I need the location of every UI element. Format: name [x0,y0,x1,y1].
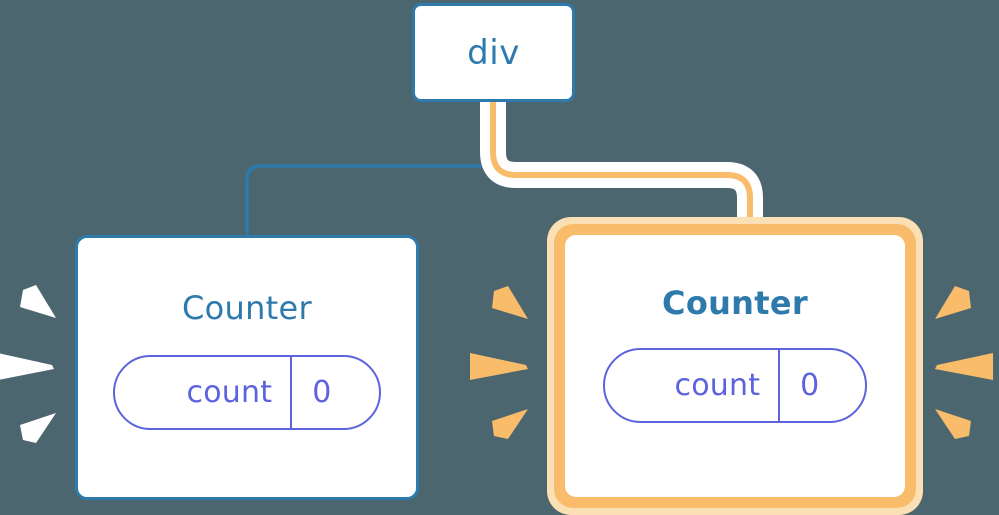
state-value: 0 [312,375,332,410]
div-node-label: div [467,32,520,73]
counter-node-right-wrapper[interactable]: Counter count 0 [547,217,923,515]
state-key: count [674,368,761,403]
counter-node-right-label: Counter [662,284,808,322]
spark-wedge-middle [0,353,54,380]
spark-wedge-lower [20,413,56,443]
edge-div-to-right-counter [490,102,753,250]
spark-wedge-upper [20,285,56,318]
spark-wedge-upper [492,286,528,319]
state-key: count [186,375,273,410]
div-node[interactable]: div [412,3,575,102]
spark-wedge-lower [492,409,528,439]
spark-burst-center [466,283,532,443]
counter-node-left-label: Counter [182,289,312,327]
state-pill-left: count 0 [113,355,381,430]
state-pill-left-key-cell: count [115,357,290,428]
spark-wedge-upper [935,286,971,319]
counter-node-right[interactable]: Counter count 0 [565,235,905,497]
state-value: 0 [800,368,820,403]
state-pill-right-value-cell: 0 [778,350,865,421]
spark-wedge-lower [935,409,971,439]
spark-burst-far-right [931,283,997,443]
spark-wedge-middle [470,353,528,380]
state-pill-left-value-cell: 0 [290,357,379,428]
spark-wedge-middle [935,353,993,380]
state-pill-right-key-cell: count [605,350,778,421]
counter-node-left[interactable]: Counter count 0 [75,235,419,500]
spark-burst-far-left [0,285,64,445]
edge-div-to-left-counter [245,102,495,238]
state-pill-right: count 0 [603,348,867,423]
